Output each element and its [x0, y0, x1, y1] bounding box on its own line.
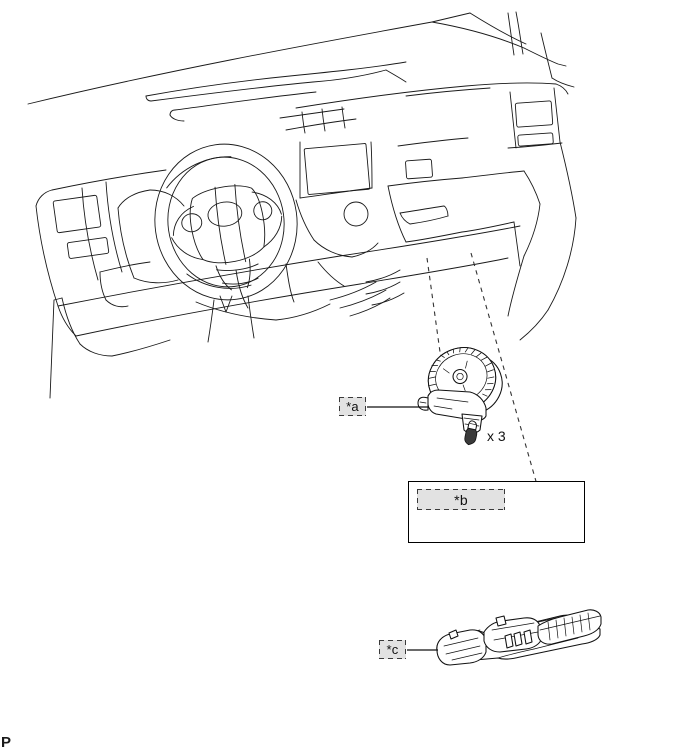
callout-a-text: *a [346, 399, 359, 414]
callout-c-text: *c [386, 642, 399, 657]
screw-icon-blower [464, 420, 478, 446]
callout-label-c[interactable]: *c [379, 640, 406, 659]
leader-line-screw [470, 252, 548, 521]
screw-quantity-label: x 3 [487, 428, 506, 444]
page-corner-mark: P [1, 734, 12, 751]
callout-label-a[interactable]: *a [339, 397, 366, 416]
leader-line-blower [426, 257, 441, 353]
callout-label-b[interactable]: *b [417, 489, 505, 510]
callout-b-text: *b [454, 491, 468, 508]
